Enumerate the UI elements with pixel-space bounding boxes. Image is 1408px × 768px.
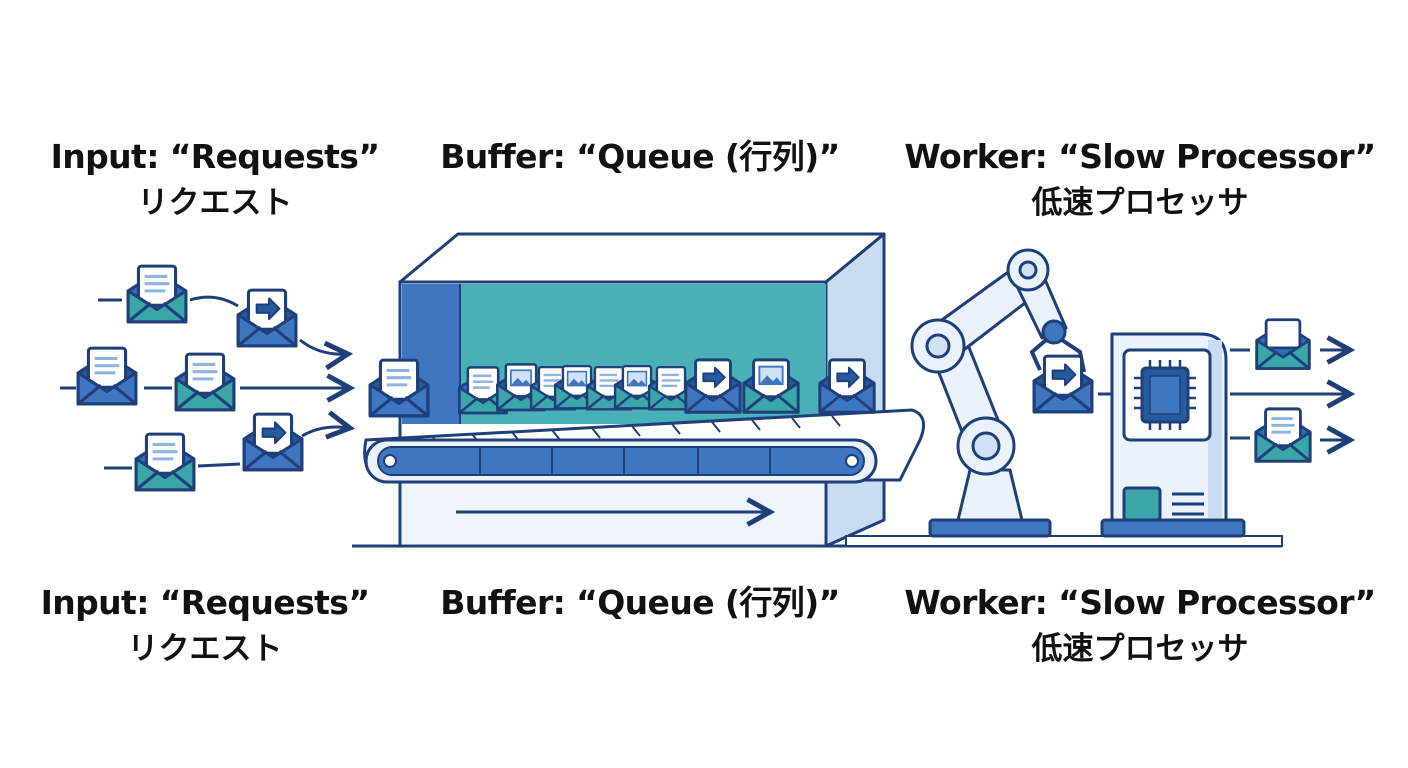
- incoming-requests: [60, 264, 350, 492]
- buffer-label-top: Buffer: “Queue (行列)”: [430, 134, 850, 180]
- robot-arm: [910, 248, 1094, 538]
- input-label-top-en: Input: “Requests”: [50, 137, 380, 176]
- input-label-bottom: Input: “Requests” リクエスト: [30, 580, 380, 672]
- buffer-label-bottom: Buffer: “Queue (行列)”: [430, 580, 850, 626]
- processed-output: [1230, 318, 1350, 463]
- queue-machine: [363, 232, 926, 548]
- input-label-bottom-en: Input: “Requests”: [40, 583, 370, 622]
- envelope-icon: [1254, 407, 1312, 463]
- input-label-top-jp: リクエスト: [137, 185, 293, 221]
- envelope-icon: [174, 352, 236, 412]
- envelope-icon: [126, 264, 188, 324]
- worker-label-top-en: Worker: “Slow Processor”: [904, 137, 1376, 176]
- worker-label-bottom-en: Worker: “Slow Processor”: [904, 583, 1376, 622]
- worker-label-top-jp: 低速プロセッサ: [1031, 185, 1249, 221]
- buffer-label-bottom-en: Buffer: “Queue (行列)”: [440, 583, 840, 622]
- cpu-chip-icon: [1134, 360, 1196, 430]
- envelope-icon: [134, 432, 196, 492]
- envelope-icon: [242, 412, 304, 472]
- worker-label-top: Worker: “Slow Processor” 低速プロセッサ: [900, 134, 1380, 226]
- slow-processor: [1100, 332, 1246, 538]
- input-label-top: Input: “Requests” リクエスト: [40, 134, 390, 226]
- buffer-label-top-en: Buffer: “Queue (行列)”: [440, 137, 840, 176]
- envelope-icon: [236, 288, 298, 348]
- input-label-bottom-jp: リクエスト: [127, 631, 283, 667]
- worker-label-bottom-jp: 低速プロセッサ: [1031, 631, 1249, 667]
- worker-label-bottom: Worker: “Slow Processor” 低速プロセッサ: [900, 580, 1380, 672]
- envelope-icon: [1255, 318, 1311, 370]
- envelope-icon: [76, 346, 138, 406]
